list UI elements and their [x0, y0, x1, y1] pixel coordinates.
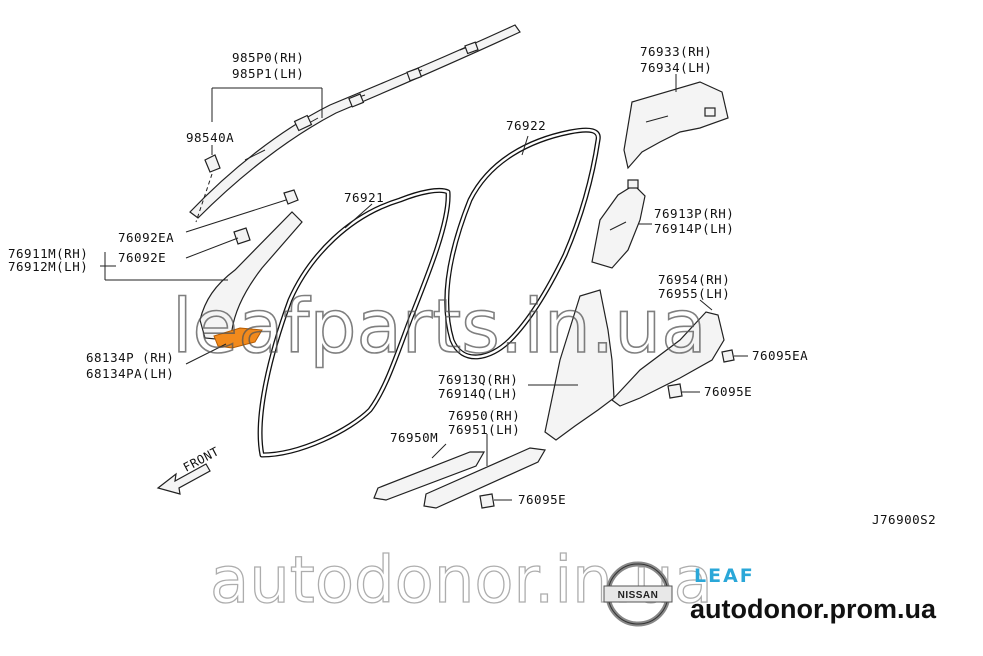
kicking-plate-outer [373, 451, 486, 501]
label-76913q: 76913Q(RH) [438, 372, 518, 387]
weatherstrip-76921 [257, 187, 451, 458]
site-brand: autodonor.prom.ua [690, 594, 937, 624]
rear-pillar-garnish-upper [623, 81, 729, 170]
label-76914q: 76914Q(LH) [438, 386, 518, 401]
label-76914p: 76914P(LH) [654, 221, 734, 236]
label-985p0: 985P0(RH) [232, 50, 304, 65]
label-76934: 76934(LH) [640, 60, 712, 75]
label-76095ea: 76095EA [752, 348, 808, 363]
label-68134pa: 68134PA(LH) [86, 366, 174, 381]
label-76951: 76951(LH) [448, 422, 520, 437]
rear-pillar-garnish-lower [611, 311, 725, 407]
watermark-top: leafparts.in.ua [172, 284, 707, 370]
label-68134p: 68134P (RH) [86, 350, 174, 365]
clip-98540a [204, 145, 221, 173]
clip-76095e-right [667, 383, 700, 399]
label-76954: 76954(RH) [658, 272, 730, 287]
label-76912m: 76912M(LH) [8, 259, 88, 274]
front-arrow [156, 463, 211, 495]
label-76950: 76950(RH) [448, 408, 520, 423]
label-76095e-right: 76095E [704, 384, 752, 399]
curtain-airbag [189, 24, 521, 219]
weatherstrip-76922 [444, 127, 601, 360]
clip-76095e-bottom [479, 493, 512, 509]
leaf-logo: LEAF [694, 565, 755, 587]
label-76933: 76933(RH) [640, 44, 712, 59]
label-76092e: 76092E [118, 250, 166, 265]
label-76911m: 76911M(RH) [8, 246, 88, 261]
label-98540a: 98540A [186, 130, 234, 145]
label-76950m: 76950M [390, 430, 438, 445]
center-pillar-garnish-upper [591, 179, 646, 269]
diagram-code: J76900S2 [872, 512, 936, 527]
label-76092ea: 76092EA [118, 230, 174, 245]
highlighted-part-68134p [213, 327, 263, 349]
label-76095e-bottom: 76095E [518, 492, 566, 507]
nissan-logo-text: NISSAN [618, 590, 659, 601]
label-985p1: 985P1(LH) [232, 66, 304, 81]
center-pillar-garnish-lower [544, 289, 615, 441]
nissan-logo: NISSAN [603, 561, 673, 627]
label-76922: 76922 [506, 118, 546, 133]
kicking-plate-inner [423, 447, 546, 509]
label-76955: 76955(LH) [658, 286, 730, 301]
watermark-bottom: autodonor.in.ua [210, 544, 713, 618]
label-76921: 76921 [344, 190, 384, 205]
label-76913p: 76913P(RH) [654, 206, 734, 221]
front-pillar-garnish [199, 189, 303, 341]
clip-76095ea [721, 349, 748, 363]
